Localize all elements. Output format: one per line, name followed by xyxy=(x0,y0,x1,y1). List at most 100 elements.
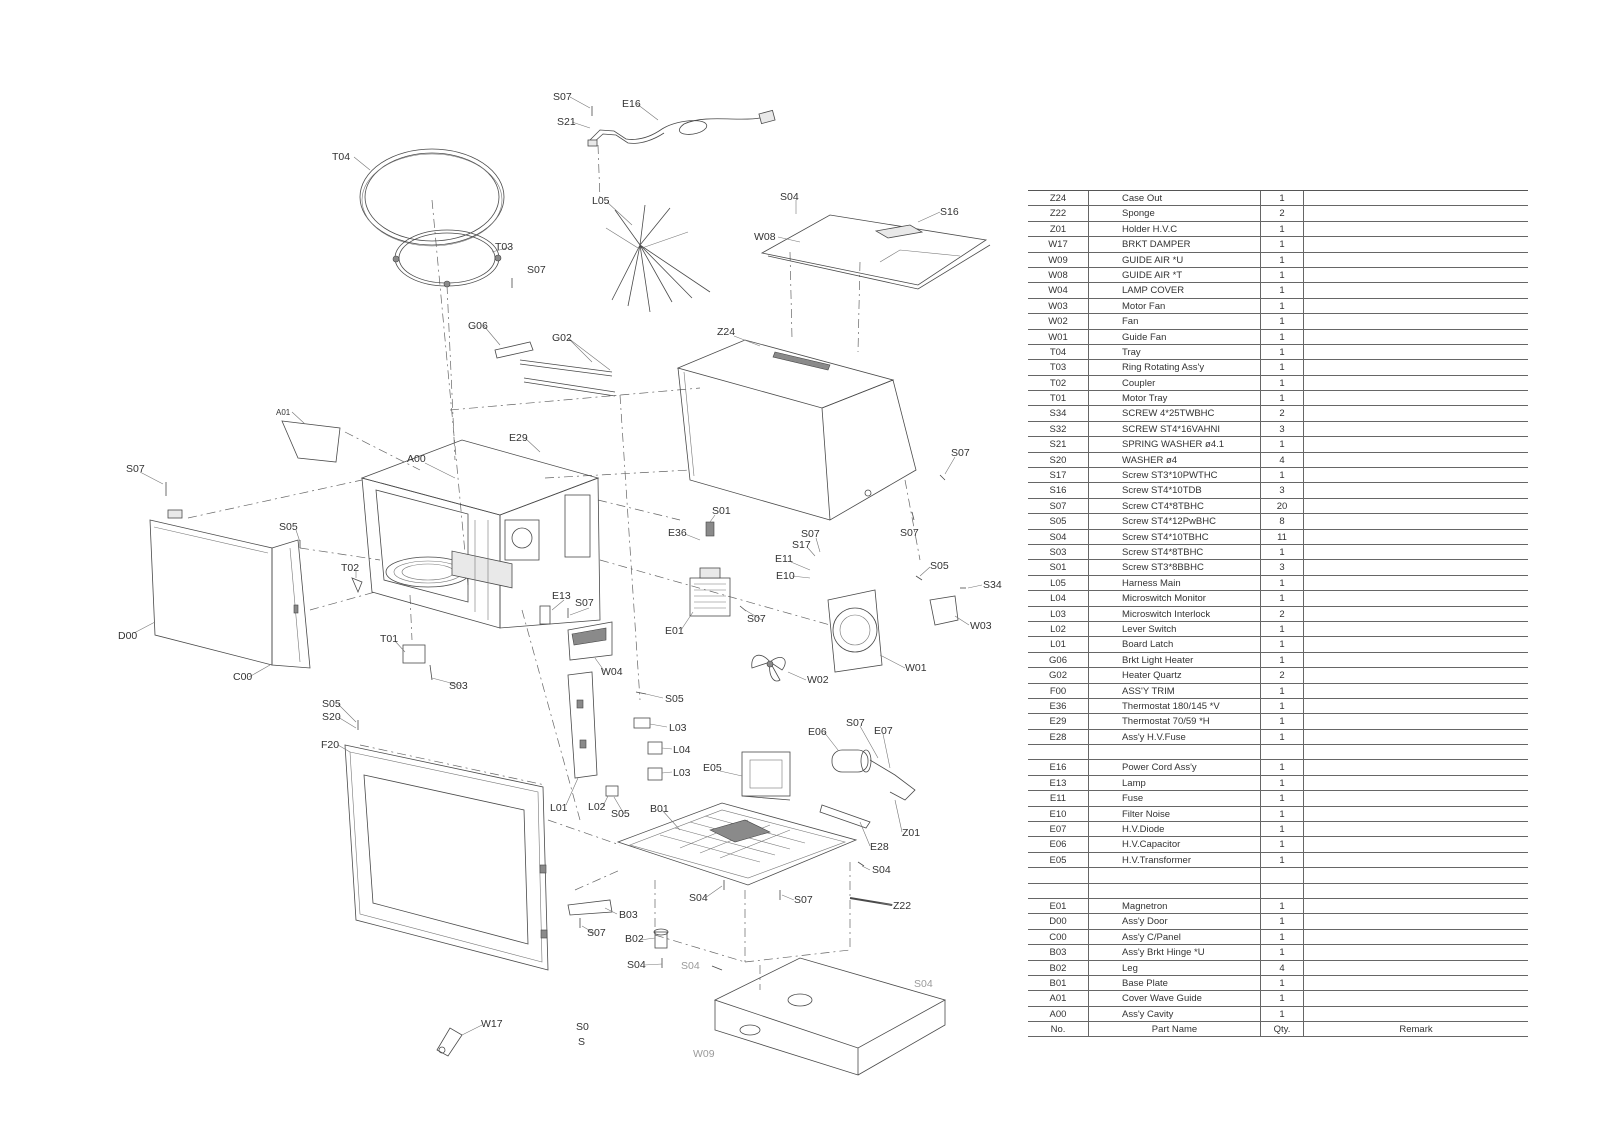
callout-label: L05 xyxy=(592,195,610,207)
cell-no: S01 xyxy=(1049,562,1067,574)
cell-no: S21 xyxy=(1049,439,1067,451)
cell-no: L04 xyxy=(1050,593,1066,605)
cell-name: SCREW ST4*16VAHNI xyxy=(1088,421,1260,437)
cell-remark xyxy=(1303,206,1528,221)
cell-name: BRKT DAMPER xyxy=(1088,237,1260,252)
cell-remark xyxy=(1303,698,1528,714)
cell-name: Cover Wave Guide xyxy=(1088,991,1260,1006)
cell-qty: 1 xyxy=(1260,575,1303,591)
callout-label: S04 xyxy=(780,191,799,203)
cell-no: L02 xyxy=(1050,623,1066,635)
cell-qty: 8 xyxy=(1260,514,1303,529)
transformer-drawing xyxy=(741,751,791,801)
cell-remark xyxy=(1303,298,1528,314)
cell-no: A01 xyxy=(1049,993,1067,1005)
callout-label: L04 xyxy=(673,744,691,756)
screw-markers xyxy=(165,106,966,971)
lamp-and-cover-drawing xyxy=(539,605,613,661)
callout-label: G06 xyxy=(468,320,488,332)
cell-no: W01 xyxy=(1048,331,1068,343)
cell-qty: 1 xyxy=(1260,991,1303,1006)
callout-label: W04 xyxy=(601,666,623,678)
callout-label: W17 xyxy=(481,1018,503,1030)
cell-remark xyxy=(1303,283,1528,298)
cell-no: L01 xyxy=(1050,639,1066,651)
cell-qty: 1 xyxy=(1260,283,1303,298)
cell-qty: 1 xyxy=(1260,806,1303,822)
guide-air-drawing xyxy=(760,214,991,290)
table-row xyxy=(1028,745,1528,761)
cell-no: S17 xyxy=(1049,470,1067,482)
cell-remark xyxy=(1303,652,1528,668)
cell-qty: 1 xyxy=(1260,621,1303,637)
cell-qty: 1 xyxy=(1260,822,1303,837)
cell-remark xyxy=(1303,252,1528,267)
cell-remark xyxy=(1303,421,1528,437)
header-qty: Qty. xyxy=(1260,1022,1303,1037)
fan-blade-drawing xyxy=(751,654,786,682)
cell-name: Guide Fan xyxy=(1088,329,1260,344)
cell-qty: 1 xyxy=(1260,775,1303,791)
cell-qty: 1 xyxy=(1260,975,1303,991)
case-out-drawing xyxy=(676,339,917,521)
callout-label: S07 xyxy=(575,597,594,609)
callout-label: S xyxy=(578,1036,585,1048)
cell-no: W04 xyxy=(1048,285,1068,297)
callout-label: T04 xyxy=(332,151,350,163)
cell-name: Base Plate xyxy=(1088,975,1260,991)
cell-qty: 1 xyxy=(1260,591,1303,606)
header-part-name: Part Name xyxy=(1088,1022,1260,1037)
cell-remark xyxy=(1303,237,1528,252)
cell-qty: 1 xyxy=(1260,329,1303,344)
callout-label: S07 xyxy=(900,527,919,539)
callout-label: S07 xyxy=(794,894,813,906)
callout-label: S04 xyxy=(914,978,933,990)
callout-label: Z01 xyxy=(902,827,920,839)
cell-qty: 1 xyxy=(1260,237,1303,252)
callout-label: E36 xyxy=(668,527,687,539)
cell-name xyxy=(1088,868,1260,883)
cell-qty: 20 xyxy=(1260,498,1303,514)
leader-lines xyxy=(133,96,983,1036)
cell-name: Case Out xyxy=(1088,191,1260,206)
cell-no xyxy=(1028,868,1088,882)
cell-name: Holder H.V.C xyxy=(1088,221,1260,237)
callout-label: S34 xyxy=(983,579,1002,591)
cell-qty: 1 xyxy=(1260,375,1303,391)
cell-qty: 1 xyxy=(1260,698,1303,714)
guide-air-bottom-drawing xyxy=(713,957,947,1076)
cell-qty: 1 xyxy=(1260,729,1303,745)
cell-no: C00 xyxy=(1049,931,1067,943)
callout-label: E01 xyxy=(665,625,684,637)
cell-no: Z22 xyxy=(1049,208,1067,220)
cell-remark xyxy=(1303,560,1528,575)
cell-remark xyxy=(1303,775,1528,791)
cell-qty: 1 xyxy=(1260,360,1303,375)
cell-name xyxy=(1088,883,1260,898)
cell-name: WASHER ø4 xyxy=(1088,452,1260,468)
callout-label: L03 xyxy=(673,767,691,779)
cell-no: W09 xyxy=(1048,254,1068,266)
cell-remark xyxy=(1303,437,1528,452)
cell-name: Brkt Light Heater xyxy=(1088,652,1260,668)
cell-qty: 1 xyxy=(1260,437,1303,452)
cell-remark xyxy=(1303,391,1528,406)
callout-label: S07 xyxy=(747,613,766,625)
cell-qty: 1 xyxy=(1260,914,1303,929)
